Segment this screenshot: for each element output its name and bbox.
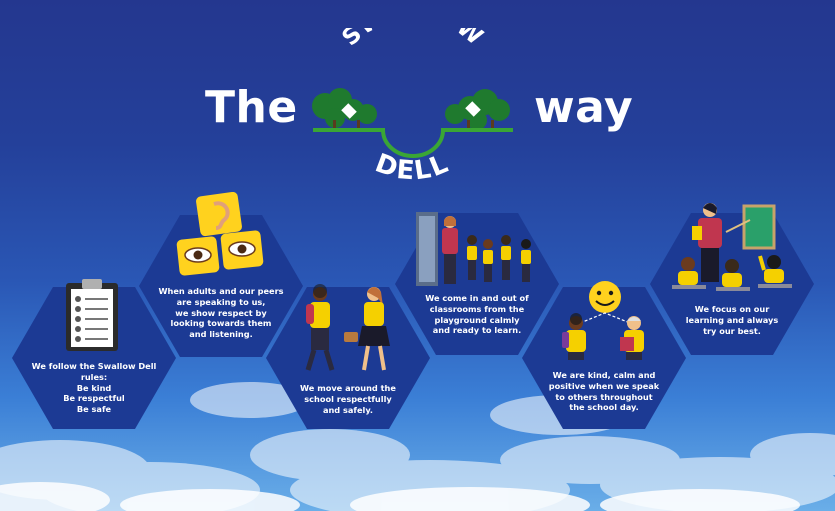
pupil-group [467, 235, 531, 282]
pupil-figure [344, 287, 390, 371]
pupil-figure [305, 284, 335, 371]
title-the: The [205, 82, 298, 133]
hex-moving-text: We move around the school respectfully a… [300, 383, 396, 415]
clipboard-checklist-icon [66, 279, 118, 351]
pupil-group [678, 255, 784, 287]
pupils-entering-classroom [416, 212, 531, 286]
ear-and-eyes-icons [176, 192, 264, 276]
svg-text:SWALLOW: SWALLOW [337, 28, 488, 51]
hex-kindness-text: We are kind, calm and positive when we s… [548, 370, 660, 413]
hex-moving: We move around the school respectfully a… [266, 287, 430, 429]
pupil-figure [562, 313, 586, 360]
teacher-at-board [672, 203, 792, 291]
hex-rules-text: We follow the Swallow Dell rules: Be kin… [31, 361, 157, 415]
hex-classrooms-text: We come in and out of classrooms from th… [425, 293, 529, 336]
swallow-dell-logo: SWALLOW DELL [312, 28, 513, 186]
logo-text-swallow: SWALLOW [337, 28, 487, 51]
eye-icon [220, 230, 264, 270]
pupil-figure [620, 316, 644, 360]
walking-pupils [305, 284, 390, 371]
smiley-face-pupils [562, 281, 644, 360]
hex-respect-text: When adults and our peers are speaking t… [158, 286, 284, 340]
eye-icon [176, 236, 220, 276]
ear-icon [196, 192, 242, 237]
title-way: way [534, 82, 634, 133]
smiley-face-icon [589, 281, 621, 313]
teacher-figure [442, 216, 458, 284]
tree-icon [445, 89, 510, 130]
hex-learning-text: We focus on our learning and always try … [685, 304, 779, 336]
teacher-figure [692, 203, 722, 282]
